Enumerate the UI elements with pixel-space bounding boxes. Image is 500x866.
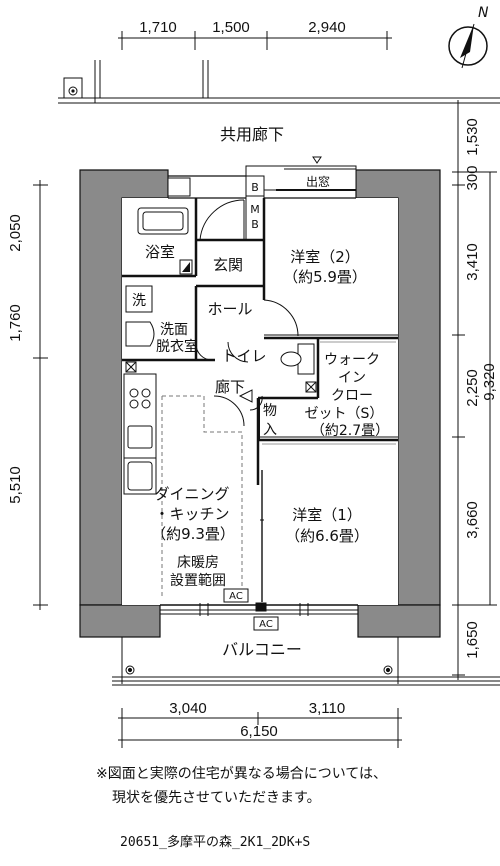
dim-right-5: 3,660: [464, 501, 481, 539]
ac-unit-outer: [253, 616, 279, 631]
north-label: N: [478, 5, 489, 21]
room2-size: （約5.9畳）: [283, 268, 367, 286]
washer-box: [125, 285, 153, 313]
shaft-label-m: M: [250, 203, 260, 216]
bottom-dimension-lines: [118, 708, 402, 748]
disclaimer-line-1: ※図面と実際の住宅が異なる場合については、: [96, 766, 388, 782]
shaft-label-b1: B: [251, 181, 259, 194]
vent-icon: [125, 361, 317, 393]
dim-top-3: 2,940: [308, 19, 346, 36]
dim-right-4: 2,250: [464, 369, 481, 407]
dim-bottom-2: 3,110: [309, 700, 345, 717]
dim-left-1: 2,050: [7, 214, 24, 252]
bath-label: 浴室: [145, 243, 175, 261]
dim-left-2: 1,760: [7, 304, 24, 342]
ac-unit-inner: [223, 588, 249, 603]
dk-label-1: ダイニング: [154, 485, 229, 503]
dim-right-2: 300: [464, 165, 481, 190]
thin-partitions: [258, 334, 398, 602]
dim-right-total: 9,320: [481, 363, 498, 401]
corridor-railing: [58, 60, 500, 104]
balcony-windows: [160, 602, 358, 616]
hallway-arrow: [238, 389, 253, 403]
ac-outer-label: AC: [259, 619, 273, 630]
dim-bottom-1: 3,040: [169, 700, 207, 717]
storage-label-1: 物: [263, 403, 277, 419]
hallway-label: 廊下: [215, 378, 245, 396]
left-dimension-line: [33, 180, 48, 610]
wic-label-1: ウォーク: [324, 352, 380, 368]
bath-drain-mark: [182, 262, 190, 272]
wic-label-4: ゼット（S）: [305, 406, 384, 422]
file-id: 20651_多摩平の森_2K1_2DK+S: [120, 835, 311, 850]
wic-label-2: イン: [338, 370, 366, 386]
corridor-label: 共用廊下: [220, 125, 284, 144]
washroom-label-1: 洗面: [160, 322, 188, 338]
ac-inner-label: AC: [229, 591, 243, 602]
floor-heating-zone: [161, 395, 243, 596]
bathtub: [137, 207, 189, 235]
toilet-fixture: [280, 343, 315, 375]
storage-label-2: 入: [263, 422, 277, 438]
dim-left-3: 5,510: [7, 466, 24, 504]
floor-heat-label-2: 設置範囲: [170, 572, 226, 589]
wic-label-5: （約2.7畳）: [311, 423, 389, 439]
north-arrow: [448, 23, 488, 69]
dim-right-3: 3,410: [464, 243, 481, 281]
room1-name: 洋室（1）: [292, 506, 362, 524]
vent-marker: [312, 156, 322, 164]
entrance-label: 玄関: [213, 256, 243, 274]
disclaimer: ※図面と実際の住宅が異なる場合については、 現状を優先させていただきます。: [96, 762, 387, 810]
balcony-drains: [125, 665, 393, 675]
b-box: [167, 177, 191, 197]
corridor-drain: [63, 77, 83, 99]
hall-label: ホール: [207, 300, 252, 318]
washer-label: 洗: [132, 293, 146, 309]
floor-heat-label-1: 床暖房: [177, 555, 219, 571]
right-dimension-lines: [452, 100, 497, 680]
washroom-label-2: 脱衣室: [156, 338, 198, 355]
dk-label-3: （約9.3畳）: [151, 525, 235, 543]
balcony-label: バルコニー: [222, 640, 302, 659]
dim-top-1: 1,710: [139, 19, 177, 36]
dk-label-2: ・キッチン: [154, 505, 229, 523]
kitchen-counter: [123, 373, 157, 495]
dim-right-6: 1,650: [464, 621, 481, 659]
storage-wall: [258, 398, 260, 440]
toilet-label: トイレ: [221, 347, 266, 365]
dim-top-2: 1,500: [212, 19, 250, 36]
disclaimer-line-2: 現状を優先させていただきます。: [112, 790, 321, 806]
dim-bottom-total: 6,150: [240, 723, 278, 740]
bay-window-label: 出窓: [306, 174, 330, 189]
balcony-railing: [112, 637, 500, 686]
room1-size: （約6.6畳）: [285, 527, 369, 545]
top-dimension-line: [118, 31, 392, 50]
wic-label-3: クロー: [331, 388, 373, 404]
shaft-label-b2: B: [251, 218, 259, 231]
dim-right-1: 1,530: [464, 118, 481, 156]
washbasin: [125, 321, 155, 347]
room2-name: 洋室（2）: [290, 248, 360, 266]
